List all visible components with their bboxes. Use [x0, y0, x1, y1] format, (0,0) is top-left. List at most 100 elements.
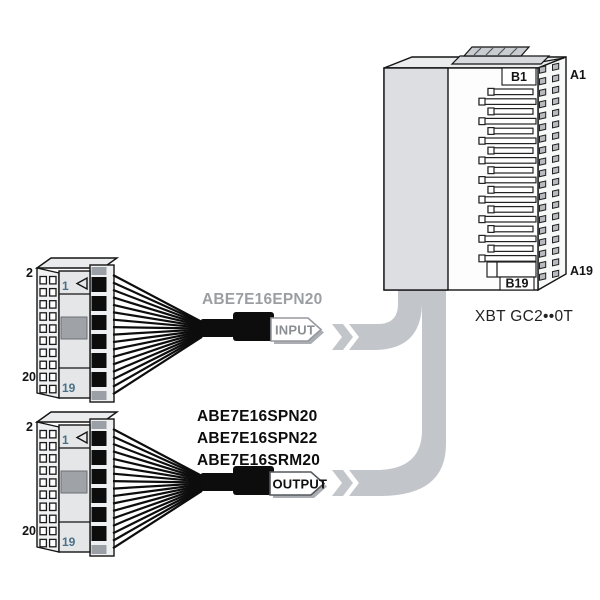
screw-terminal — [552, 108, 560, 118]
terminal-slot-clamp — [487, 87, 495, 96]
screw-terminal — [552, 62, 560, 72]
terminal-slot-clamp — [478, 97, 486, 106]
terminal-slots — [478, 87, 537, 278]
input-ribbon-chevron-icon — [332, 324, 353, 350]
terminal-slot — [478, 157, 537, 164]
screw-terminal — [552, 143, 560, 152]
label-b19: B19 — [506, 277, 529, 291]
screw-terminal — [552, 212, 560, 221]
screw-terminal — [552, 246, 560, 256]
input-ribbon-band — [349, 289, 422, 350]
screw-terminal — [552, 166, 560, 175]
screw-terminal — [539, 134, 547, 143]
top-plate-edge-line — [540, 57, 565, 63]
terminal-slot-clamp — [487, 146, 495, 155]
screw-terminal — [539, 237, 547, 247]
output-part-numbers: ABE7E16SPN20 ABE7E16SPN22 ABE7E16SRM20 — [197, 408, 320, 469]
screw-terminal — [552, 131, 560, 141]
output-ribbon-band — [349, 289, 446, 496]
terminal-slot-clamp — [487, 185, 495, 194]
screw-terminal — [539, 157, 547, 166]
terminal-slot-clamp — [478, 176, 486, 185]
terminal-slot-clamp — [478, 254, 486, 263]
screw-terminal — [539, 260, 547, 270]
terminal-slot — [487, 147, 534, 155]
terminal-slot — [487, 166, 534, 174]
input-tag: INPUT — [270, 317, 324, 344]
output-part-number-1: ABE7E16SPN20 — [197, 408, 317, 425]
output-route-ribbon — [332, 289, 446, 496]
screw-terminal — [539, 226, 547, 235]
screw-terminal — [539, 191, 547, 201]
screw-terminal — [539, 99, 547, 109]
terminal-block-model: XBT GC2••0T — [475, 308, 574, 325]
input-tag-label: INPUT — [275, 323, 315, 338]
screw-terminal — [539, 249, 547, 258]
screw-terminal — [552, 120, 560, 129]
terminal-slot — [487, 225, 534, 233]
screw-terminal — [552, 223, 560, 233]
terminal-slot-clamp — [487, 126, 495, 135]
screw-terminal — [552, 97, 560, 106]
terminal-block: B1 B19 A1 A19 — [383, 46, 593, 292]
terminal-slot — [487, 186, 534, 194]
screw-terminal — [539, 145, 547, 155]
screw-terminals — [539, 62, 560, 281]
output-part-number-2: ABE7E16SPN22 — [197, 430, 317, 447]
screw-terminal — [539, 214, 547, 224]
screw-terminal — [539, 272, 547, 281]
terminal-slot — [478, 98, 537, 106]
output-ribbon-chevron-icon — [332, 470, 353, 496]
screw-terminal — [552, 235, 560, 244]
terminal-slot-clamp — [487, 166, 495, 175]
terminal-slot — [478, 137, 537, 145]
terminal-slot-clamp — [487, 225, 495, 234]
screw-terminal — [539, 203, 547, 212]
input-route-ribbon — [332, 289, 422, 350]
terminal-slot — [487, 88, 534, 96]
input-connector-assembly — [20, 256, 276, 404]
terminal-slot — [487, 107, 534, 115]
output-part-number-3: ABE7E16SRM20 — [197, 452, 320, 469]
screw-terminal — [552, 258, 560, 267]
terminal-slot — [478, 117, 537, 125]
terminal-slot-clamp — [478, 215, 486, 224]
terminal-slot — [487, 127, 534, 135]
input-tag-arrow-icon — [270, 317, 323, 342]
terminal-slot-clamp — [478, 117, 486, 126]
top-connector-plate — [450, 55, 551, 65]
terminal-slot — [478, 235, 537, 243]
output-tag-label: OUTPUT — [273, 477, 328, 492]
label-b1: B1 — [511, 70, 527, 84]
input-part-number: ABE7E16EPN20 — [202, 291, 322, 308]
terminal-slot-clamp — [487, 107, 495, 116]
output-tag: OUTPUT — [269, 471, 328, 498]
screw-terminal — [539, 122, 547, 132]
screw-terminal — [552, 177, 560, 187]
terminal-slot-clamp — [478, 136, 486, 145]
label-a19: A19 — [570, 264, 593, 278]
top-connector-hatch-icon — [473, 47, 518, 56]
screw-terminal — [539, 180, 547, 189]
screw-terminal — [552, 74, 560, 83]
screw-terminal — [539, 88, 547, 97]
terminal-slot-clamp — [478, 195, 486, 204]
terminal-slot-clamp — [487, 244, 495, 253]
screw-terminal — [539, 76, 547, 86]
terminal-slot-clamp — [478, 234, 486, 243]
screw-terminal — [552, 189, 560, 198]
output-tag-arrow-icon — [269, 471, 326, 496]
screw-terminal — [552, 269, 560, 279]
terminal-slot — [478, 176, 537, 184]
terminal-slot — [478, 196, 537, 204]
terminal-slot — [487, 206, 534, 213]
screw-terminal — [552, 200, 560, 210]
terminal-slot — [487, 245, 534, 253]
b19-label-box — [499, 276, 535, 291]
screw-terminal — [552, 154, 560, 164]
label-a1: A1 — [570, 68, 586, 82]
screw-terminal — [552, 85, 560, 95]
screw-terminal — [539, 65, 547, 74]
terminal-slot-b19 — [486, 261, 537, 278]
